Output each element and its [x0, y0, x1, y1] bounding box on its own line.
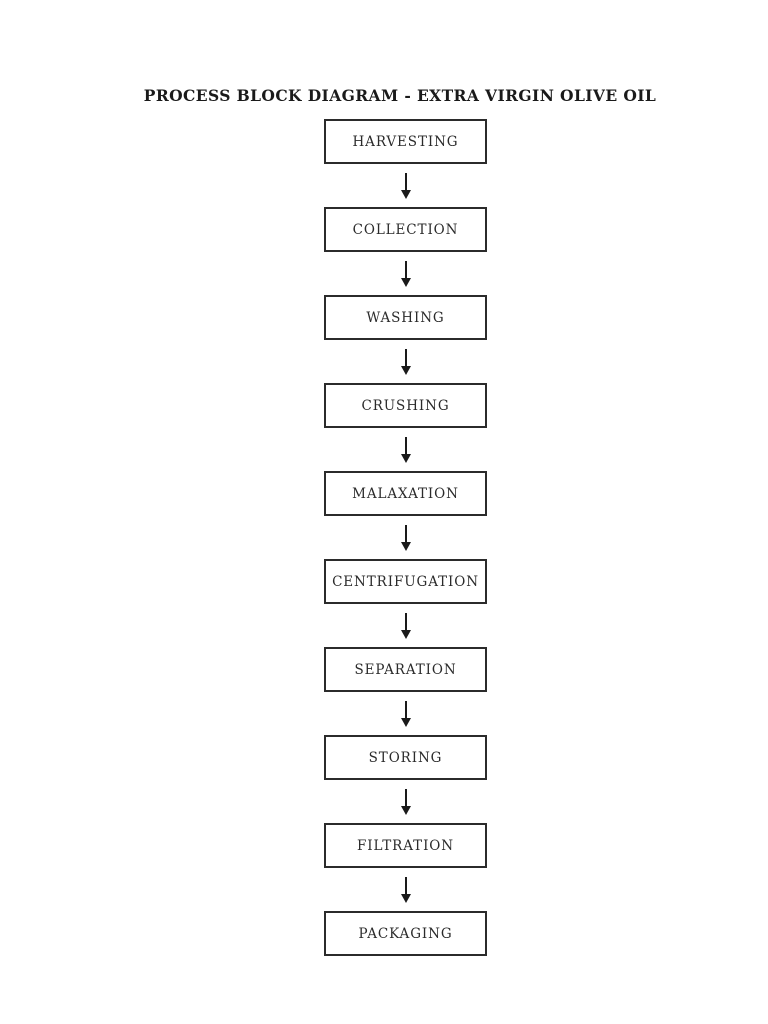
process-step-label: COLLECTION [352, 221, 459, 238]
arrow-down-icon [324, 164, 487, 207]
arrow-line [404, 700, 407, 718]
arrow-down-icon [324, 780, 487, 823]
arrow-line [404, 612, 407, 630]
process-flow: HARVESTING COLLECTION WASHING CRUSHING M… [324, 119, 487, 956]
arrow-down-icon [324, 868, 487, 911]
process-step-box: SEPARATION [324, 647, 487, 692]
arrow-down-icon [324, 340, 487, 383]
arrow-head [400, 277, 411, 287]
arrow-head [400, 629, 411, 639]
arrow-down-icon [324, 692, 487, 735]
process-step-box: WASHING [324, 295, 487, 340]
arrow-head [400, 189, 411, 199]
arrow-head [400, 805, 411, 815]
process-step-box: STORING [324, 735, 487, 780]
process-step-box: CRUSHING [324, 383, 487, 428]
process-step-label: CENTRIFUGATION [332, 573, 479, 590]
diagram-title: PROCESS BLOCK DIAGRAM - EXTRA VIRGIN OLI… [143, 86, 657, 105]
arrow-head [400, 893, 411, 903]
arrow-head [400, 453, 411, 463]
arrow-line [404, 260, 407, 278]
process-step-label: FILTRATION [357, 837, 454, 854]
process-step-label: WASHING [366, 309, 445, 326]
process-step-box: FILTRATION [324, 823, 487, 868]
process-step-label: PACKAGING [358, 925, 453, 942]
arrow-down-icon [324, 428, 487, 471]
process-step-label: STORING [368, 749, 443, 766]
arrow-head [400, 541, 411, 551]
process-step-label: CRUSHING [361, 397, 450, 414]
process-step-label: HARVESTING [352, 133, 459, 150]
arrow-line [404, 172, 407, 190]
arrow-line [404, 348, 407, 366]
arrow-head [400, 365, 411, 375]
arrow-down-icon [324, 252, 487, 295]
process-step-box: CENTRIFUGATION [324, 559, 487, 604]
process-step-label: MALAXATION [352, 485, 459, 502]
process-step-label: SEPARATION [354, 661, 457, 678]
arrow-line [404, 876, 407, 894]
arrow-head [400, 717, 411, 727]
process-step-box: PACKAGING [324, 911, 487, 956]
arrow-down-icon [324, 516, 487, 559]
arrow-line [404, 436, 407, 454]
arrow-line [404, 524, 407, 542]
process-step-box: HARVESTING [324, 119, 487, 164]
process-step-box: COLLECTION [324, 207, 487, 252]
arrow-down-icon [324, 604, 487, 647]
arrow-line [404, 788, 407, 806]
process-step-box: MALAXATION [324, 471, 487, 516]
